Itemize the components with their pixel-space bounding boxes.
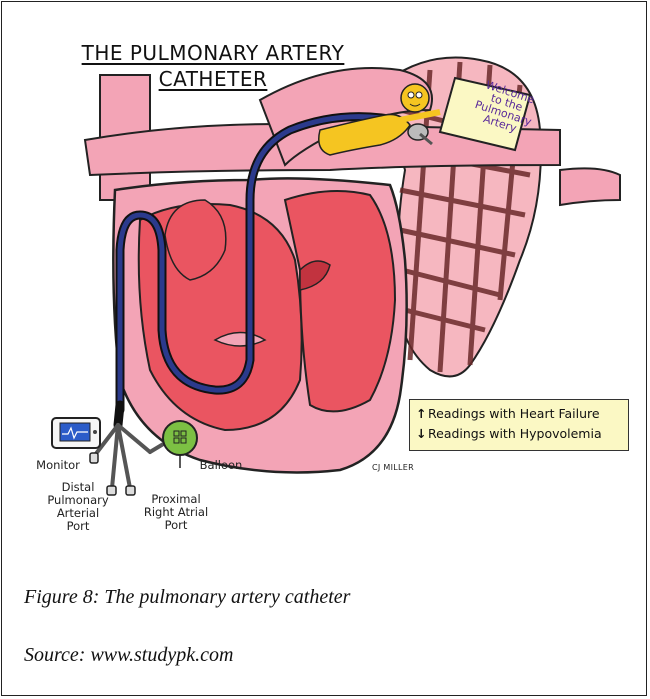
label-balloon: Balloon	[193, 459, 249, 472]
diagram-title-line1: THE PULMONARY ARTERY	[68, 40, 358, 66]
label-proximal-line3: Port	[131, 519, 221, 532]
artist-signature: CJ MILLER	[372, 463, 414, 472]
figure-caption: Figure 8: The pulmonary artery catheter	[24, 586, 350, 609]
diagram-title-line2: CATHETER	[68, 66, 358, 92]
label-proximal-port: Proximal Right Atrial Port	[131, 493, 221, 532]
diagram-title: THE PULMONARY ARTERY CATHETER	[68, 40, 358, 92]
balloon-icon	[163, 421, 197, 468]
legend-heart-failure: ↑Readings with Heart Failure	[416, 404, 622, 424]
up-arrow-icon: ↑	[416, 404, 428, 424]
label-distal-port: Distal Pulmonary Arterial Port	[38, 481, 118, 533]
monitor-icon	[52, 418, 100, 448]
legend-heart-failure-text: Readings with Heart Failure	[428, 406, 600, 421]
legend-hypovolemia-text: Readings with Hypovolemia	[428, 426, 602, 441]
source-caption: Source: www.studypk.com	[24, 644, 233, 667]
readings-legend: ↑Readings with Heart Failure ↓Readings w…	[409, 399, 629, 451]
legend-hypovolemia: ↓Readings with Hypovolemia	[416, 424, 622, 444]
label-monitor: Monitor	[30, 459, 86, 472]
down-arrow-icon: ↓	[416, 424, 428, 444]
label-distal-line4: Port	[38, 520, 118, 533]
